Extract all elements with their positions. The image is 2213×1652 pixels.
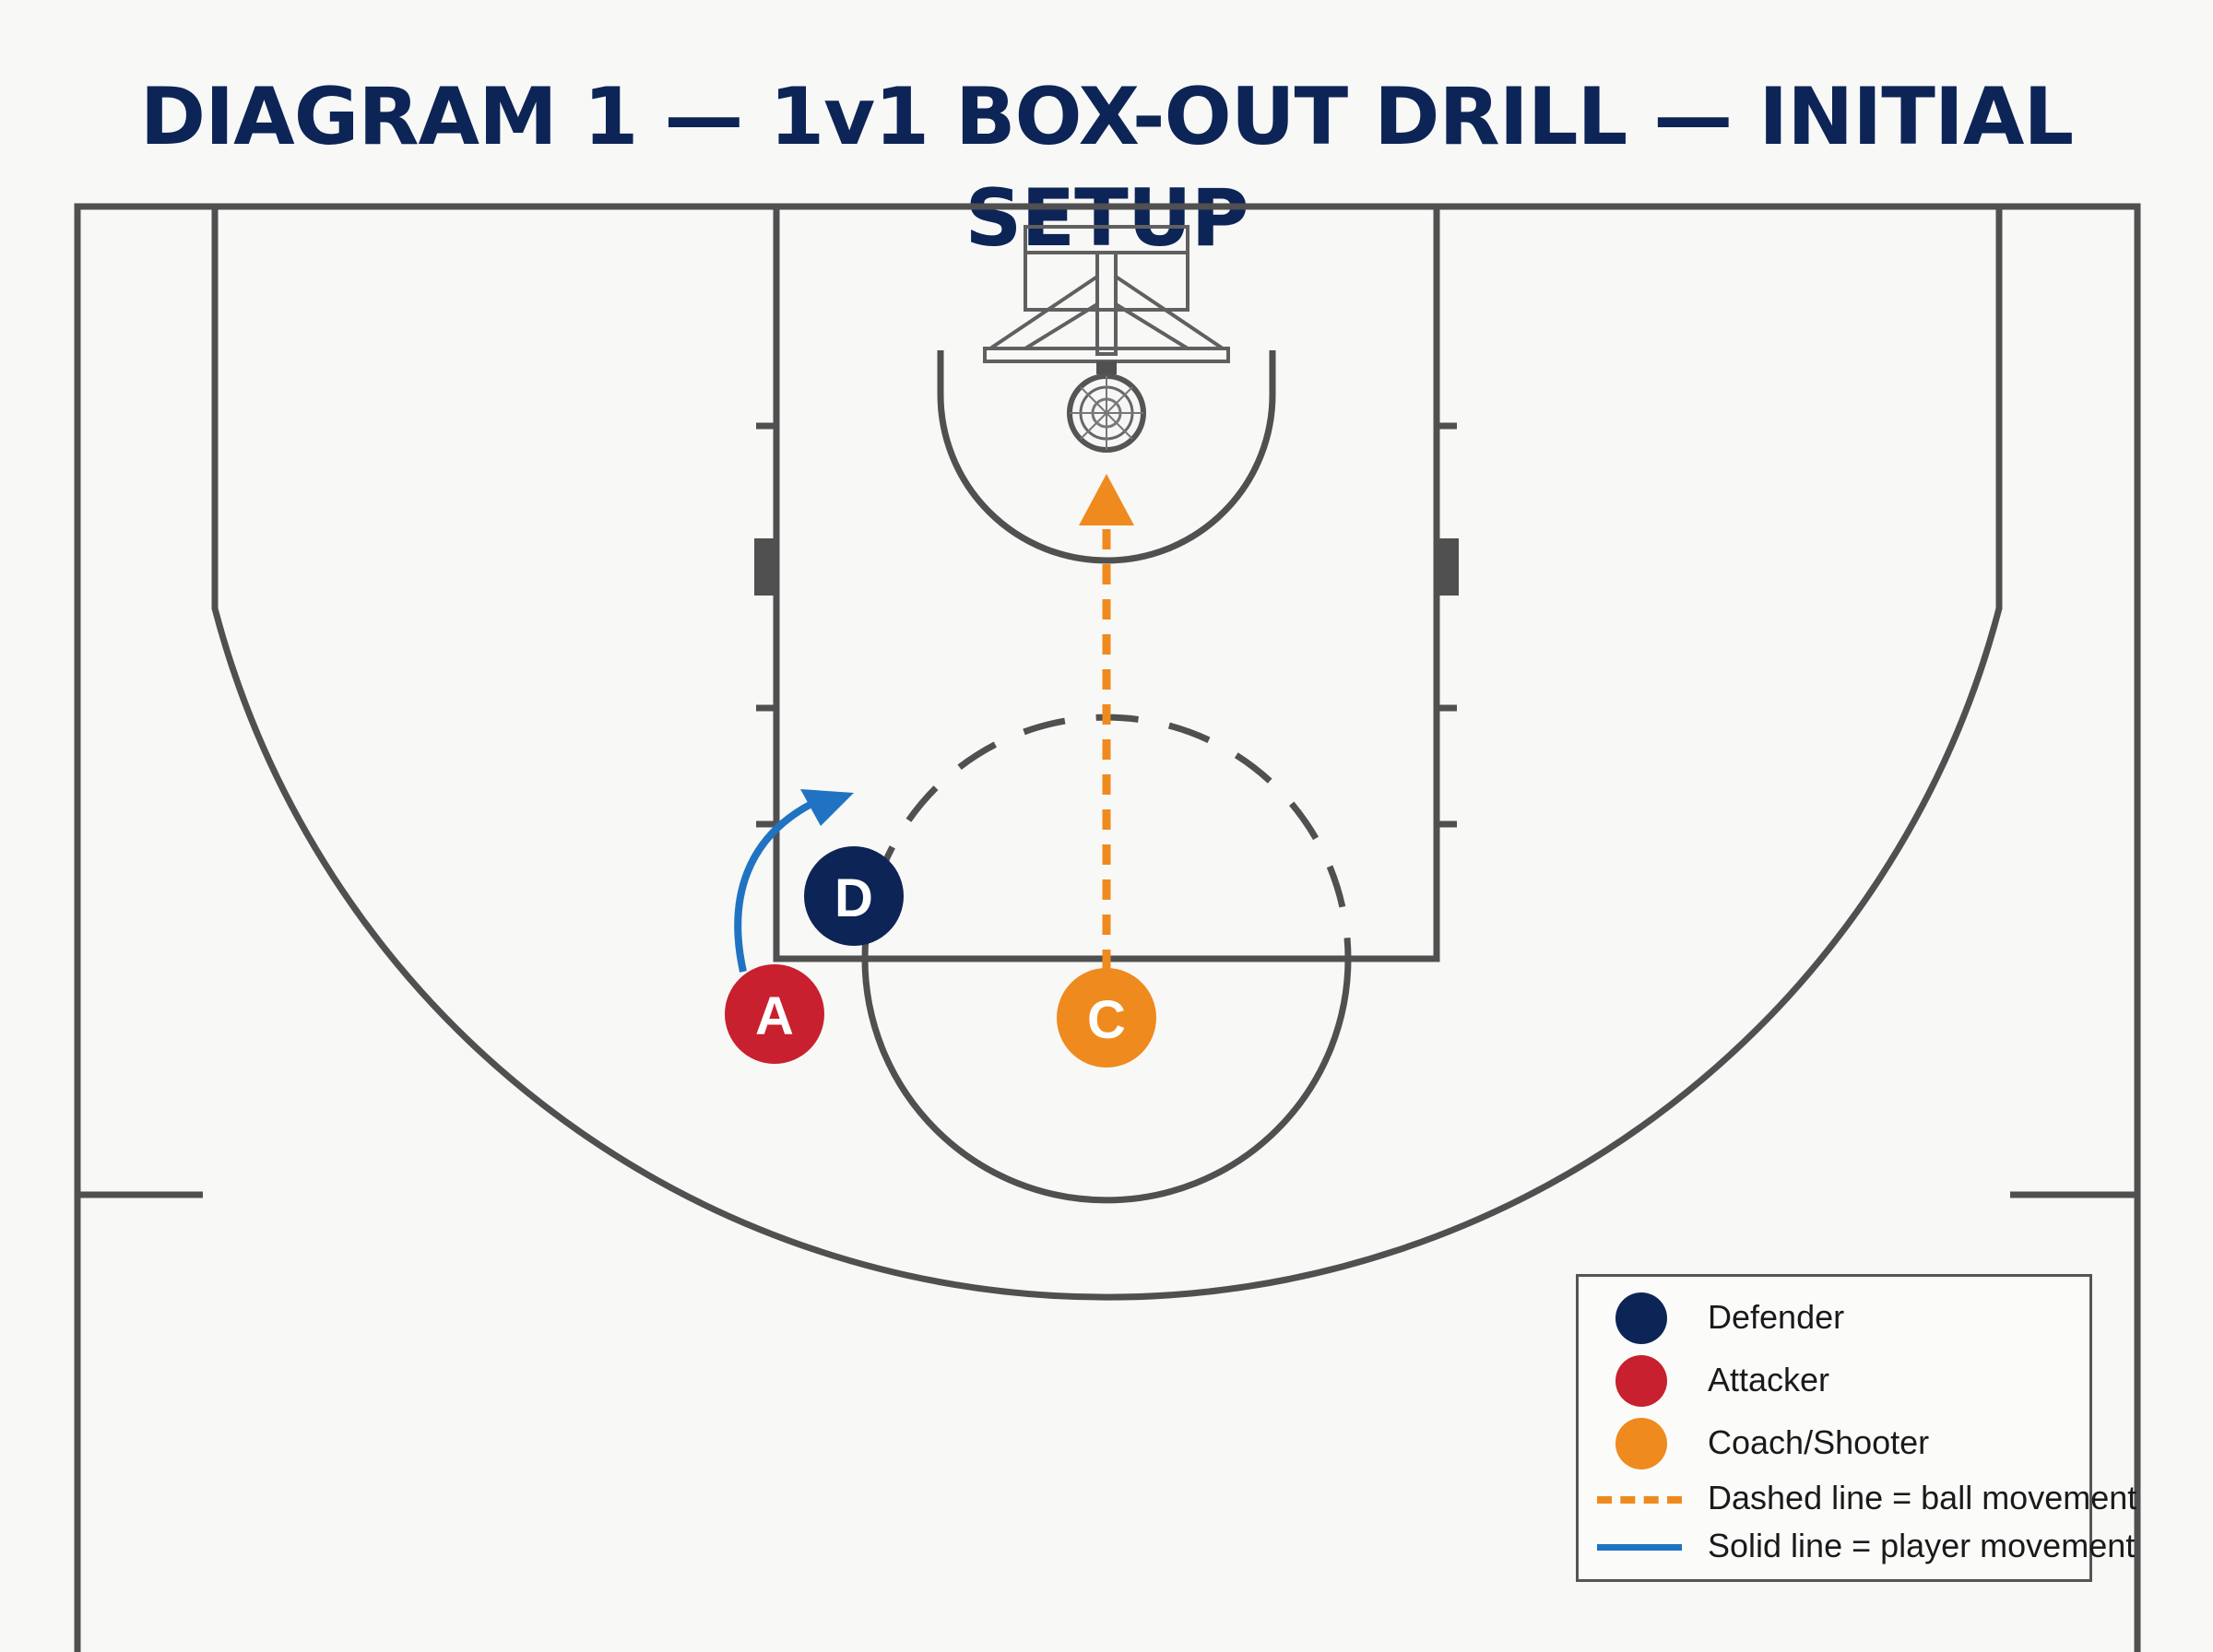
restricted-area-arc (937, 350, 1276, 564)
coach-label: C (1087, 990, 1126, 1050)
basket-rim (1067, 373, 1146, 453)
legend-solid-label: Solid line = player movement (1708, 1527, 2136, 1564)
legend-box: Defender Attacker Coach/Shooter Dashed l… (1576, 1274, 2136, 1582)
legend-item-solid: Solid line = player movement (1579, 1520, 2135, 1572)
legend-dashed-label: Dashed line = ball movement (1708, 1479, 2137, 1516)
attacker-label: A (755, 986, 794, 1046)
legend-item-coach: Coach/Shooter (1579, 1417, 2089, 1469)
legend-coach-label: Coach/Shooter (1708, 1423, 1930, 1461)
defender-label: D (834, 868, 873, 928)
attacker-swatch (1615, 1355, 1667, 1407)
dashed-line-swatch (1597, 1496, 1682, 1504)
defender-swatch (1615, 1292, 1667, 1344)
diagram-title: DIAGRAM 1 — 1v1 BOX-OUT DRILL — INITIAL … (139, 71, 2074, 265)
court-boundary (74, 203, 2141, 1652)
lane-marks (754, 422, 1459, 828)
three-point-line (211, 206, 2003, 1301)
player-movement-arrowhead (800, 789, 854, 826)
legend-attacker-label: Attacker (1708, 1361, 1830, 1398)
coach-swatch (1615, 1418, 1667, 1469)
coach-marker: C (1057, 968, 1156, 1068)
legend-item-dashed: Dashed line = ball movement (1579, 1472, 2136, 1524)
legend-item-defender: Defender (1579, 1292, 2089, 1344)
free-throw-circle-lower (861, 958, 1352, 1204)
legend-item-attacker: Attacker (1579, 1354, 2089, 1407)
attacker-marker: A (725, 964, 824, 1064)
legend-defender-label: Defender (1708, 1298, 1845, 1336)
player-movement-line (734, 800, 813, 973)
solid-line-swatch (1597, 1544, 1682, 1551)
defender-marker: D (804, 846, 904, 946)
backboard (983, 225, 1230, 374)
ball-movement-arrowhead (1079, 474, 1134, 525)
